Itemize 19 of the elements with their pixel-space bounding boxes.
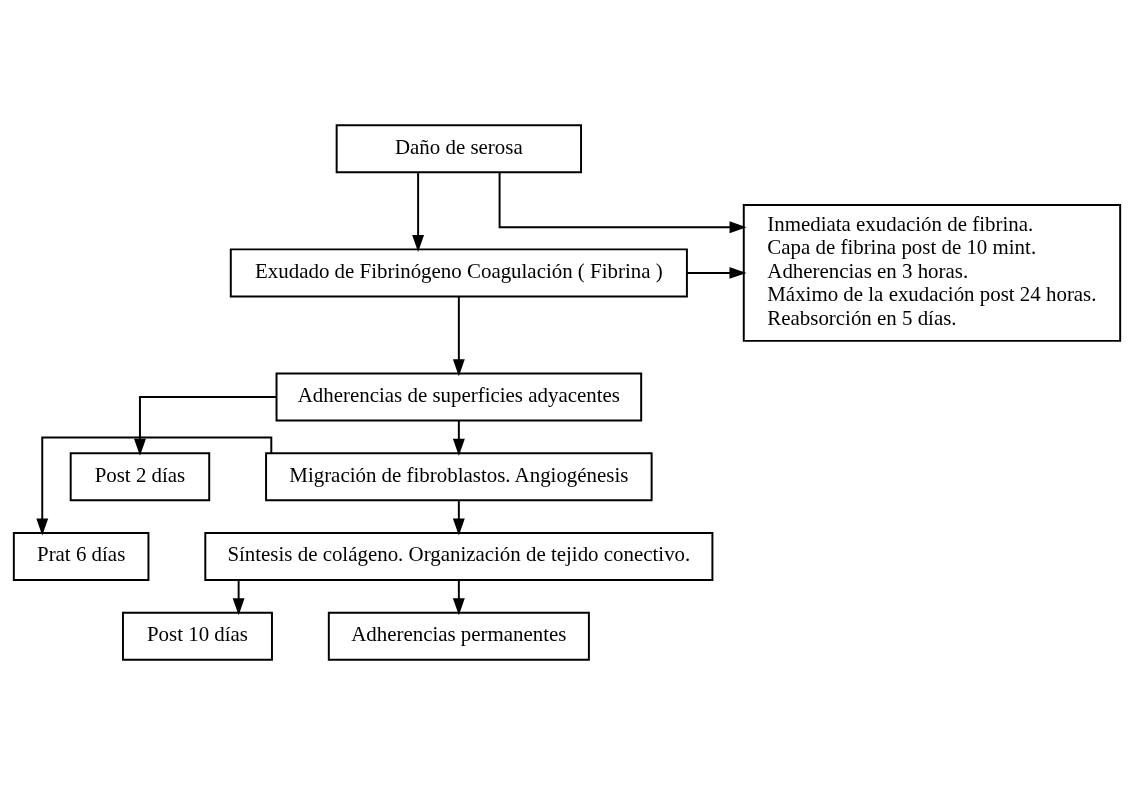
arrow	[452, 420, 465, 456]
arrow	[686, 266, 747, 279]
node-box: Adherencias de superficies adyacentes	[275, 372, 643, 422]
node-box: Síntesis de colágeno. Organización de tejido conectivo.	[204, 532, 714, 582]
arrow	[452, 579, 465, 616]
node-box: Post 2 días	[69, 452, 211, 502]
arrow	[232, 579, 245, 616]
arrow	[452, 295, 465, 377]
node-box: Adherencias permanentes	[327, 611, 590, 661]
arrow	[452, 499, 465, 536]
node-box: Daño de serosa	[335, 124, 583, 174]
arrow	[412, 171, 425, 252]
node-box: Exudado de Fibrinógeno Coagulación ( Fibrina )	[229, 248, 688, 298]
node-box: Prat 6 días	[12, 532, 150, 582]
arrow	[498, 171, 747, 234]
arrow	[134, 396, 278, 456]
node-box: Migración de fibroblastos. Angiogénesis	[265, 452, 653, 502]
node-box: Inmediata exudación de fibrina. Capa de fibrina post de 10 mint. Adherencias en 3 horas. Máximo de la exudación post 24 horas. Reabsorción en 5 días.	[742, 203, 1122, 342]
node-box: Post 10 días	[121, 611, 273, 661]
